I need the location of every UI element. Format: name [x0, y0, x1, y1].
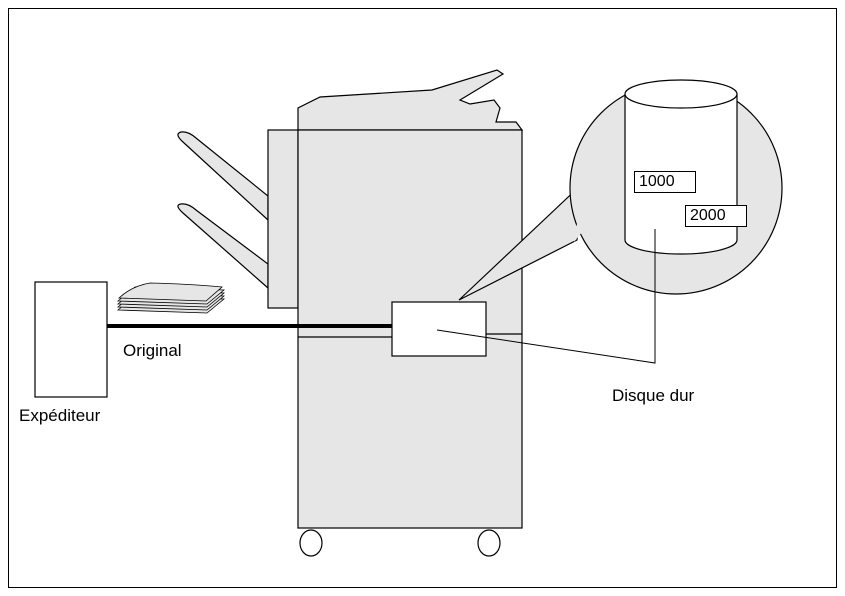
output-trays — [177, 131, 269, 290]
upper-tray — [177, 131, 269, 222]
outer-frame — [8, 8, 837, 588]
hard-disk-label: Disque dur — [612, 386, 695, 405]
original-label: Original — [123, 341, 182, 360]
hard-disk-box — [391, 301, 487, 357]
wheel-right — [477, 529, 501, 557]
lower-tray — [177, 203, 269, 290]
sender-label: Expéditeur — [19, 406, 101, 425]
callout-pointer-cover — [574, 186, 600, 242]
paper-stack-icon — [116, 282, 226, 314]
disk-box-1000: 1000 — [634, 171, 696, 193]
finisher-unit — [267, 129, 299, 309]
document-feeder — [297, 69, 524, 131]
disk-box-2000: 2000 — [685, 205, 747, 227]
sender-document — [34, 281, 108, 398]
wheel-left — [299, 529, 323, 557]
disk-cylinder-icon — [624, 79, 738, 255]
hard-disk-leader-line — [436, 229, 656, 364]
transmission-line — [107, 324, 394, 328]
